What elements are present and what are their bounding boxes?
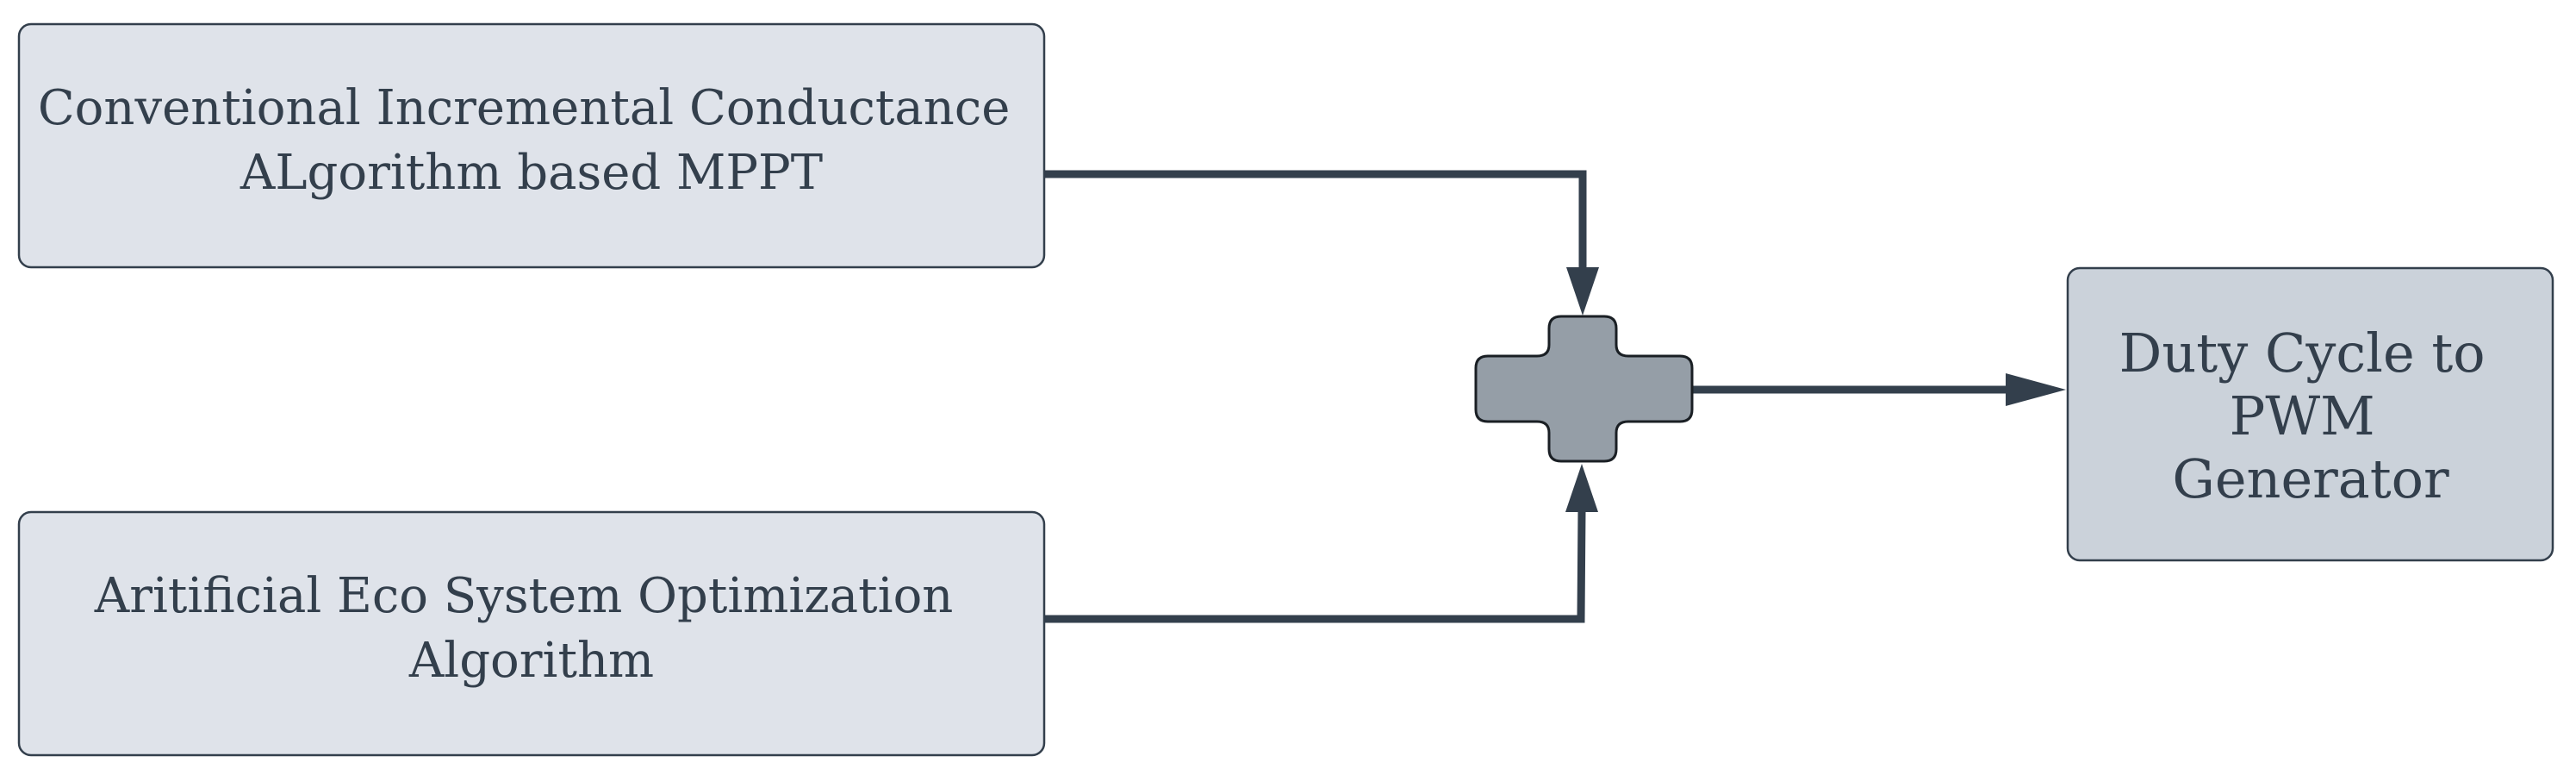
node-label-line-2: ALgorithm based MPPT [240, 145, 823, 201]
node-label-line-2: PWM [2230, 384, 2375, 447]
node-label-line-1: Aritificial Eco System Optimization [94, 568, 954, 624]
node-box [17, 510, 1046, 757]
node-label-line-1: Conventional Incremental Conductance [38, 80, 1011, 136]
node-artificial-ecosystem-optimization[interactable]: Aritificial Eco System Optimization Algo… [17, 510, 1046, 757]
summing-junction[interactable] [1474, 315, 1694, 463]
node-label: Conventional Incremental Conductance ALg… [38, 80, 1025, 201]
connectors [1045, 170, 2066, 623]
arrowhead-down [1566, 267, 1599, 316]
arrowhead-right [2006, 373, 2066, 406]
node-box [17, 22, 1046, 269]
node-label-line-3: Generator [2172, 447, 2449, 510]
node-label: Duty Cycle to PWM Generator [2119, 322, 2503, 510]
edge-aeso-to-junction [1045, 509, 1586, 623]
node-box [2066, 266, 2554, 562]
edge-inc-cond-to-junction [1045, 170, 1587, 269]
arrowhead-up [1565, 464, 1598, 512]
node-label-line-2: Algorithm [408, 633, 654, 689]
node-duty-cycle-pwm-generator[interactable]: Duty Cycle to PWM Generator [2066, 266, 2554, 562]
node-label-line-1: Duty Cycle to [2119, 322, 2486, 384]
node-incremental-conductance-mppt[interactable]: Conventional Incremental Conductance ALg… [17, 22, 1046, 269]
node-label: Aritificial Eco System Optimization Algo… [94, 568, 968, 689]
plus-icon [1474, 315, 1694, 463]
